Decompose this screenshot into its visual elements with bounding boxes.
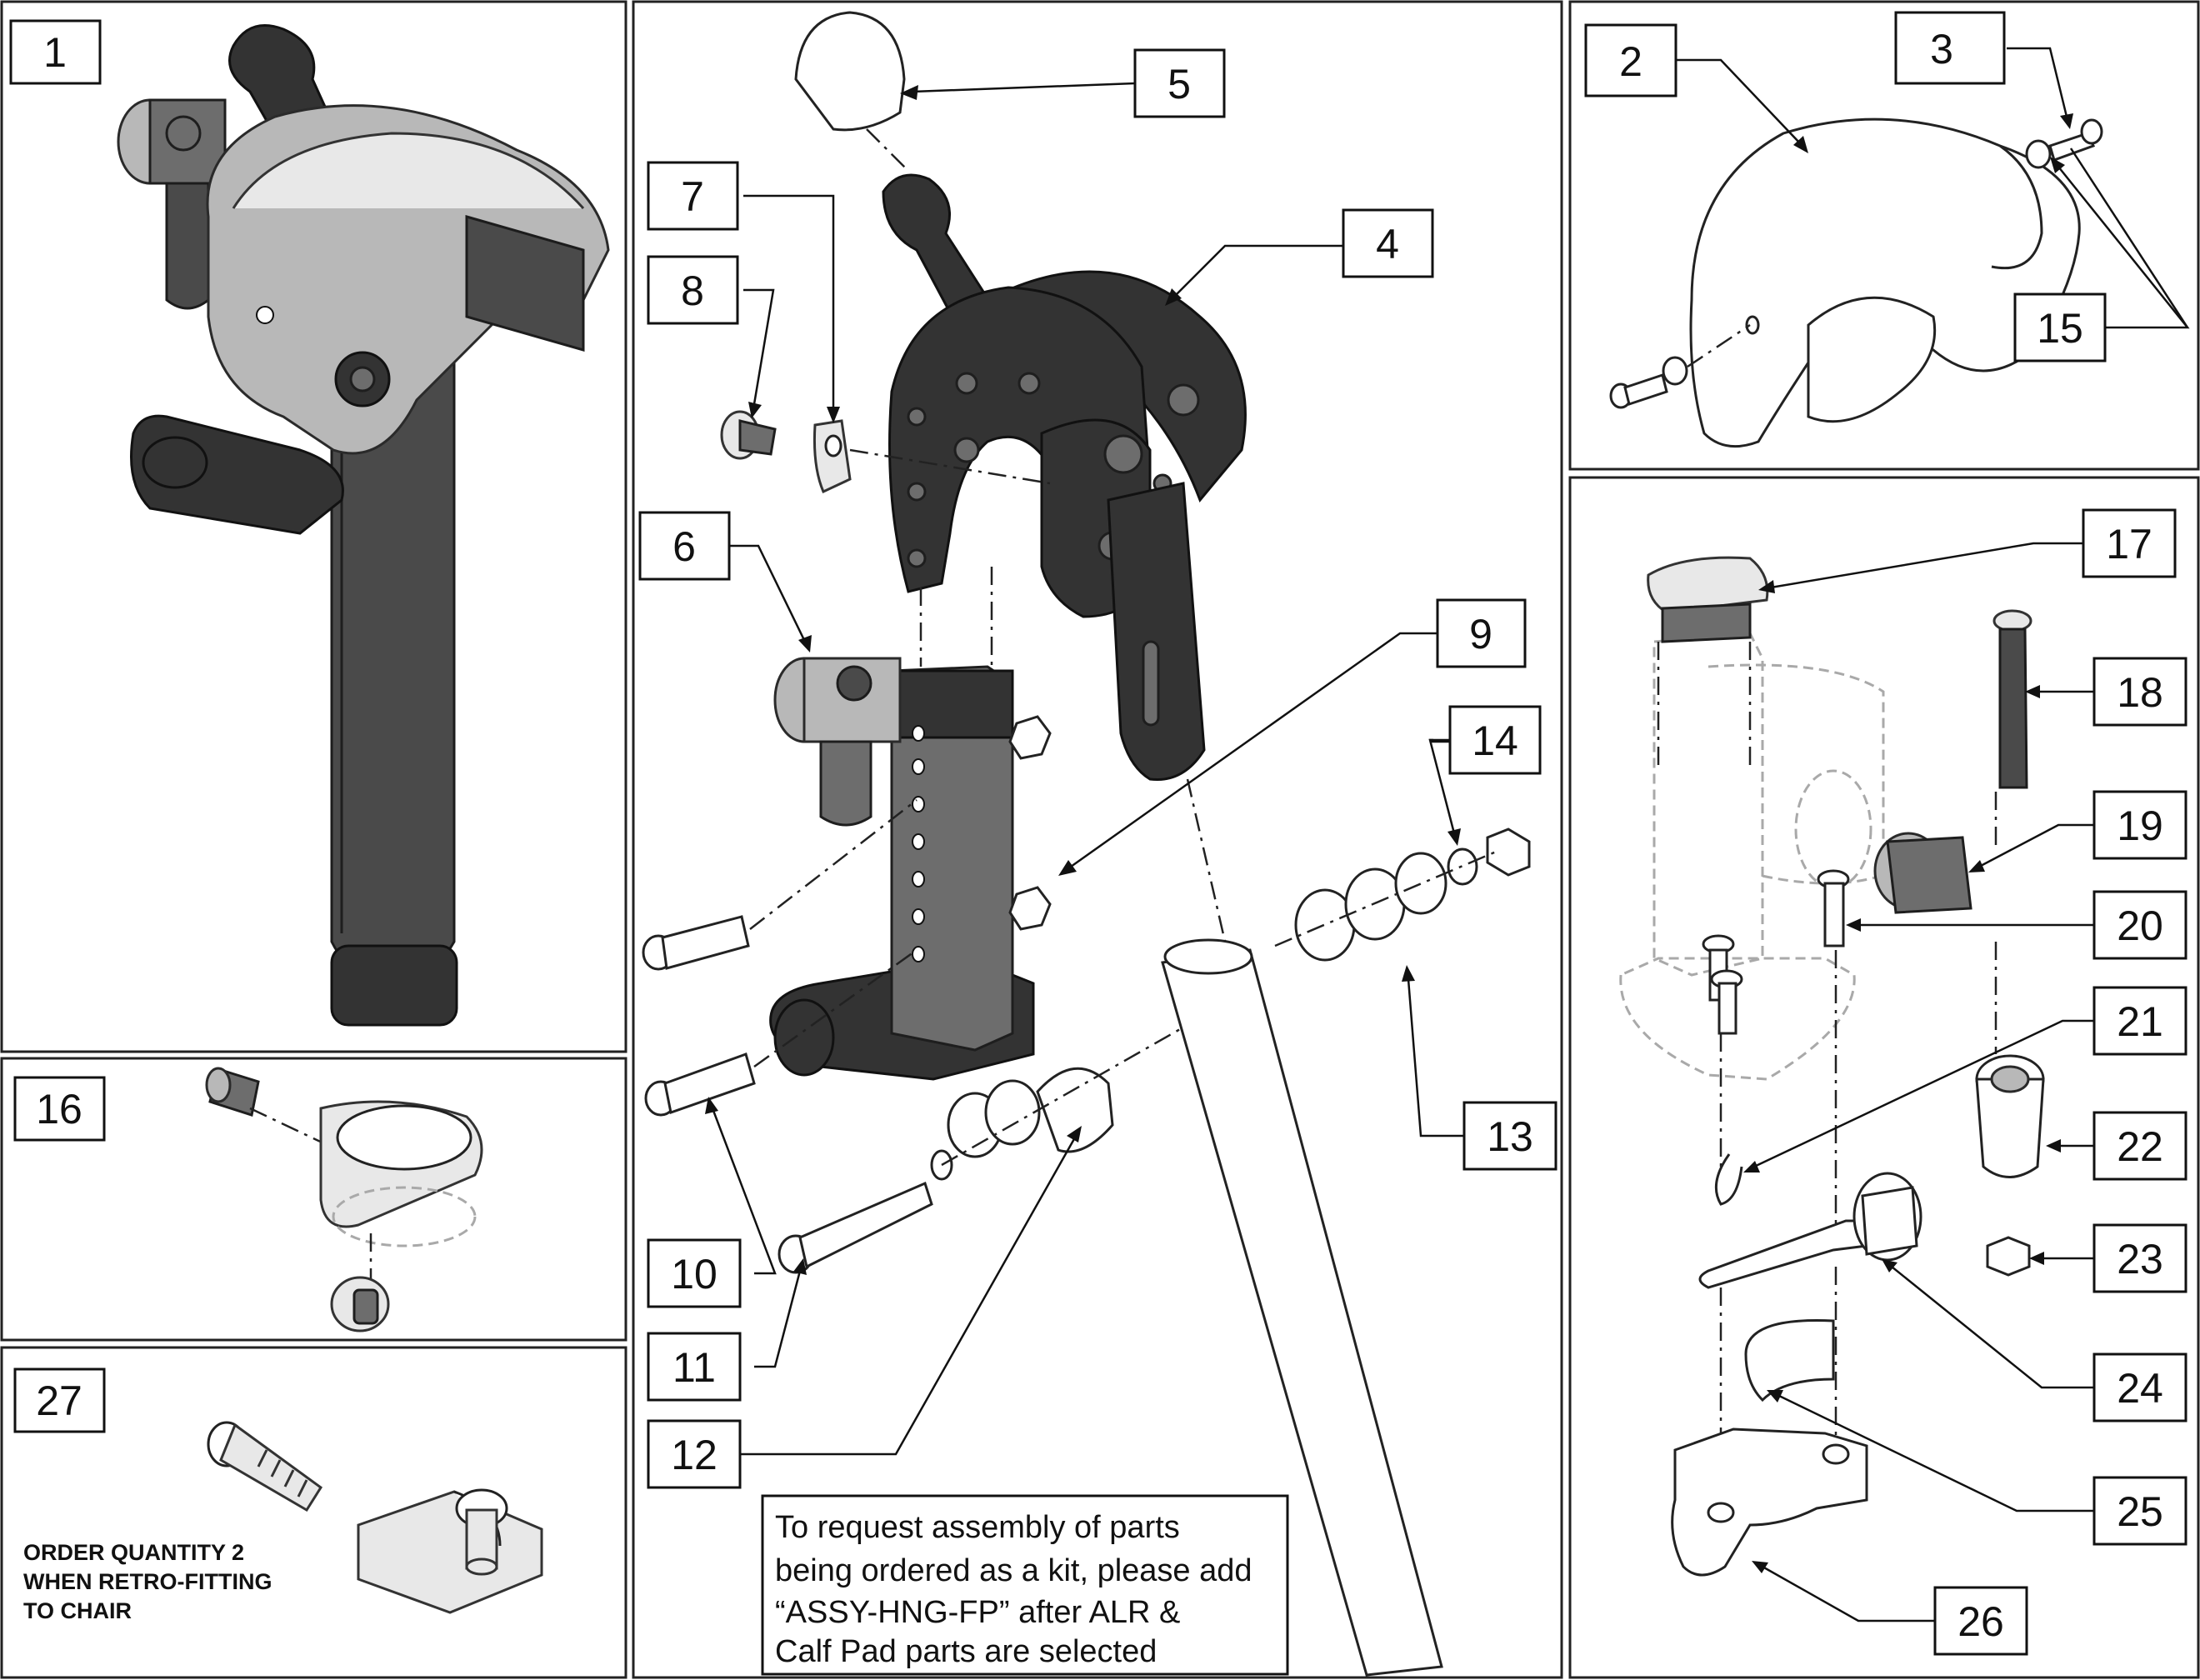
callout-1-label: 1 [43,29,67,76]
callout-6: 6 [638,511,731,581]
callout-20: 20 [2092,890,2188,960]
callout-10: 10 [647,1238,742,1308]
callout-5: 5 [1133,48,1226,118]
callout-24-label: 24 [2117,1365,2163,1412]
order-note-line-2: WHEN RETRO-FITTING [23,1569,272,1594]
panel-part-27 [0,1346,628,1679]
callout-27: 27 [13,1368,106,1433]
assembly-note-line-2: being ordered as a kit, please add [775,1553,1252,1588]
callout-6-label: 6 [672,523,696,570]
callout-15: 15 [2013,292,2107,362]
callout-19-label: 19 [2117,802,2163,849]
callout-25-label: 25 [2117,1488,2163,1535]
callout-2-label: 2 [1619,38,1642,85]
callout-22-label: 22 [2117,1123,2163,1170]
callout-14-label: 14 [1472,718,1518,764]
callout-4: 4 [1342,208,1434,278]
callout-2: 2 [1584,23,1678,98]
callout-16: 16 [13,1076,106,1142]
callout-15-label: 15 [2037,305,2083,352]
callout-9-label: 9 [1469,611,1492,658]
callout-4-label: 4 [1376,221,1399,268]
order-note-line-3: TO CHAIR [23,1598,132,1623]
panel-part-16 [0,1057,628,1342]
callout-13: 13 [1462,1101,1558,1171]
callout-11-label: 11 [672,1344,716,1391]
callout-16-label: 16 [36,1086,82,1132]
part-16-illustration [205,1067,483,1332]
assembly-note-line-1: To request assembly of parts [775,1510,1180,1545]
callout-3-label: 3 [1930,26,1953,72]
assembly-note-line-4: Calf Pad parts are selected [775,1634,1157,1669]
callout-19: 19 [2092,790,2188,860]
clamp-assembly-illustration [1619,556,2045,1577]
exploded-view-illustration [642,11,1531,1677]
callout-25: 25 [2092,1476,2188,1546]
callout-13-label: 13 [1487,1113,1533,1160]
callout-8-label: 8 [681,268,704,314]
callout-23-label: 23 [2117,1236,2163,1282]
cover-illustration [1609,118,2103,448]
assembly-note-line-3: “ASSY-HNG-FP” after ALR & [775,1595,1180,1630]
callout-12-label: 12 [671,1432,718,1478]
callout-10-label: 10 [671,1251,718,1298]
callout-21-label: 21 [2117,998,2163,1045]
callout-27-label: 27 [36,1378,82,1424]
order-note-line-1: ORDER QUANTITY 2 [23,1540,244,1565]
callout-3: 3 [1894,11,2006,85]
assembly-note-box [761,1494,1289,1676]
callout-21: 21 [2092,986,2188,1056]
callout-22: 22 [2092,1111,2188,1181]
part-27-illustration [207,1421,543,1614]
callout-24: 24 [2092,1352,2188,1422]
leader-lines [705,47,2190,1622]
callout-26: 26 [1933,1586,2028,1656]
callout-14: 14 [1448,705,1542,775]
callout-5-label: 5 [1168,61,1191,108]
callout-23: 23 [2092,1223,2188,1293]
callout-12: 12 [647,1419,742,1489]
callout-1: 1 [9,19,102,85]
callout-9: 9 [1436,598,1527,668]
callout-20-label: 20 [2117,902,2163,949]
callout-7-label: 7 [681,173,704,220]
callout-8: 8 [647,255,739,325]
callout-17-label: 17 [2106,521,2152,568]
hinge-assembly-illustration [117,24,610,1027]
callout-18-label: 18 [2117,669,2163,716]
callout-7: 7 [647,161,739,231]
callout-18: 18 [2092,657,2188,727]
callout-26-label: 26 [1958,1598,2004,1645]
callout-11: 11 [647,1332,742,1402]
callout-17: 17 [2082,508,2177,578]
